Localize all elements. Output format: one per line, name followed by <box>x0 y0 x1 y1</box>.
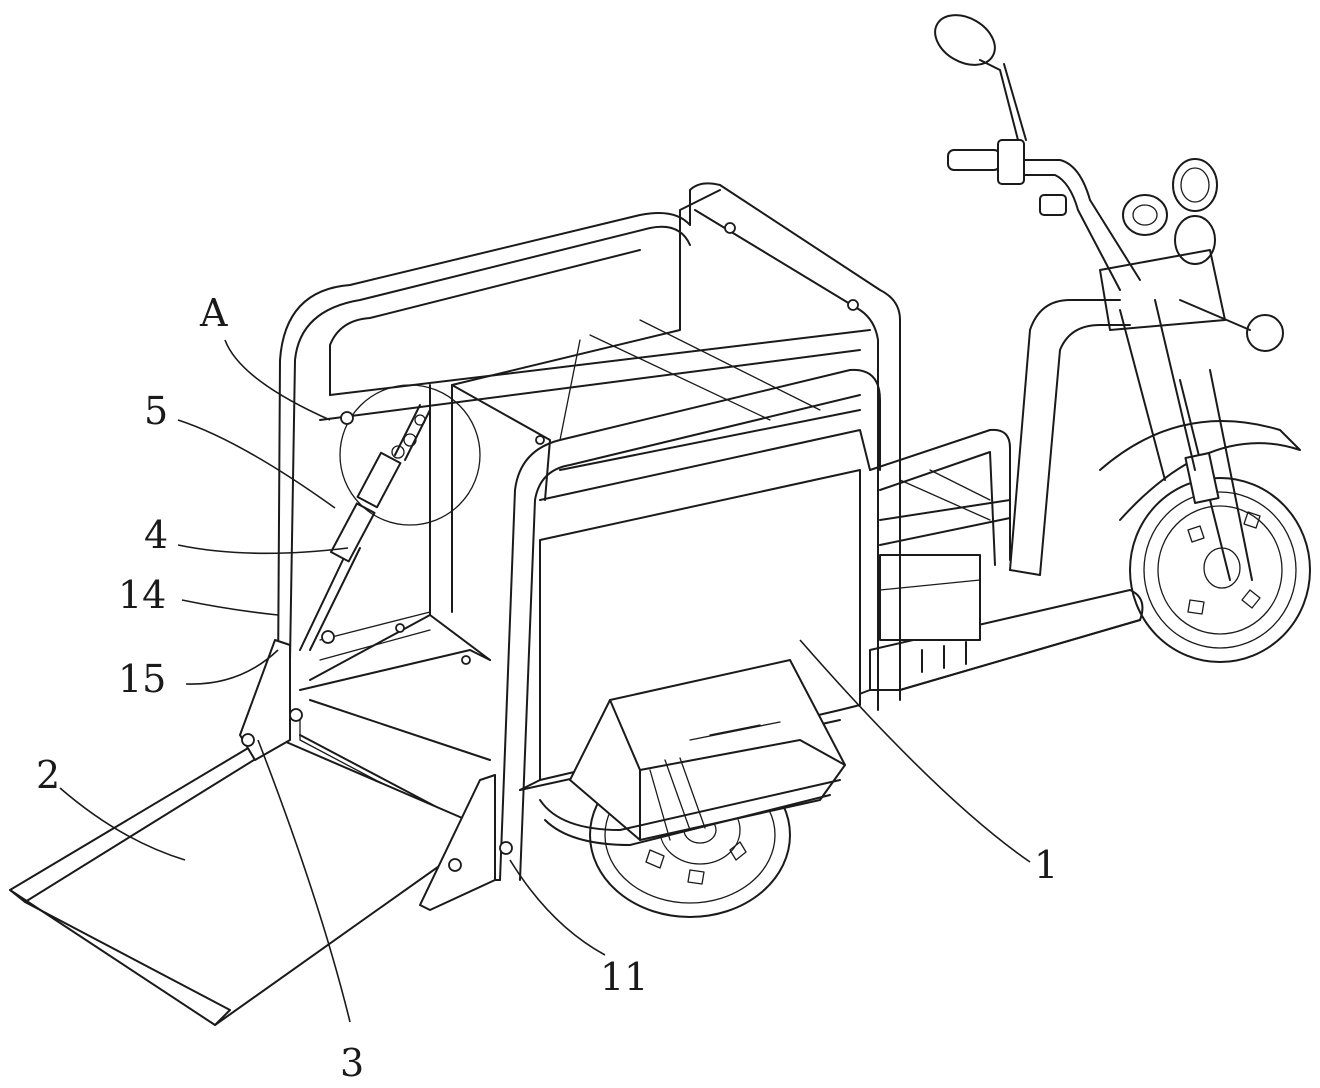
label-15: 15 <box>118 657 166 701</box>
handlebar <box>926 5 1283 480</box>
label-a: A <box>199 291 228 335</box>
label-14: 14 <box>118 573 166 617</box>
label-2: 2 <box>36 753 60 797</box>
label-3: 3 <box>340 1041 364 1085</box>
label-11: 11 <box>600 955 648 999</box>
gas-strut <box>300 405 430 650</box>
label-5: 5 <box>144 389 168 433</box>
chassis <box>830 300 1142 705</box>
label-4: 4 <box>144 513 168 557</box>
label-1: 1 <box>1034 843 1058 887</box>
front-wheel <box>1100 370 1310 662</box>
rear-rack <box>870 430 1010 565</box>
detail-circle-a <box>340 385 480 525</box>
hinge-bracket-left <box>240 640 302 760</box>
tailgate-ramp <box>10 735 490 1025</box>
